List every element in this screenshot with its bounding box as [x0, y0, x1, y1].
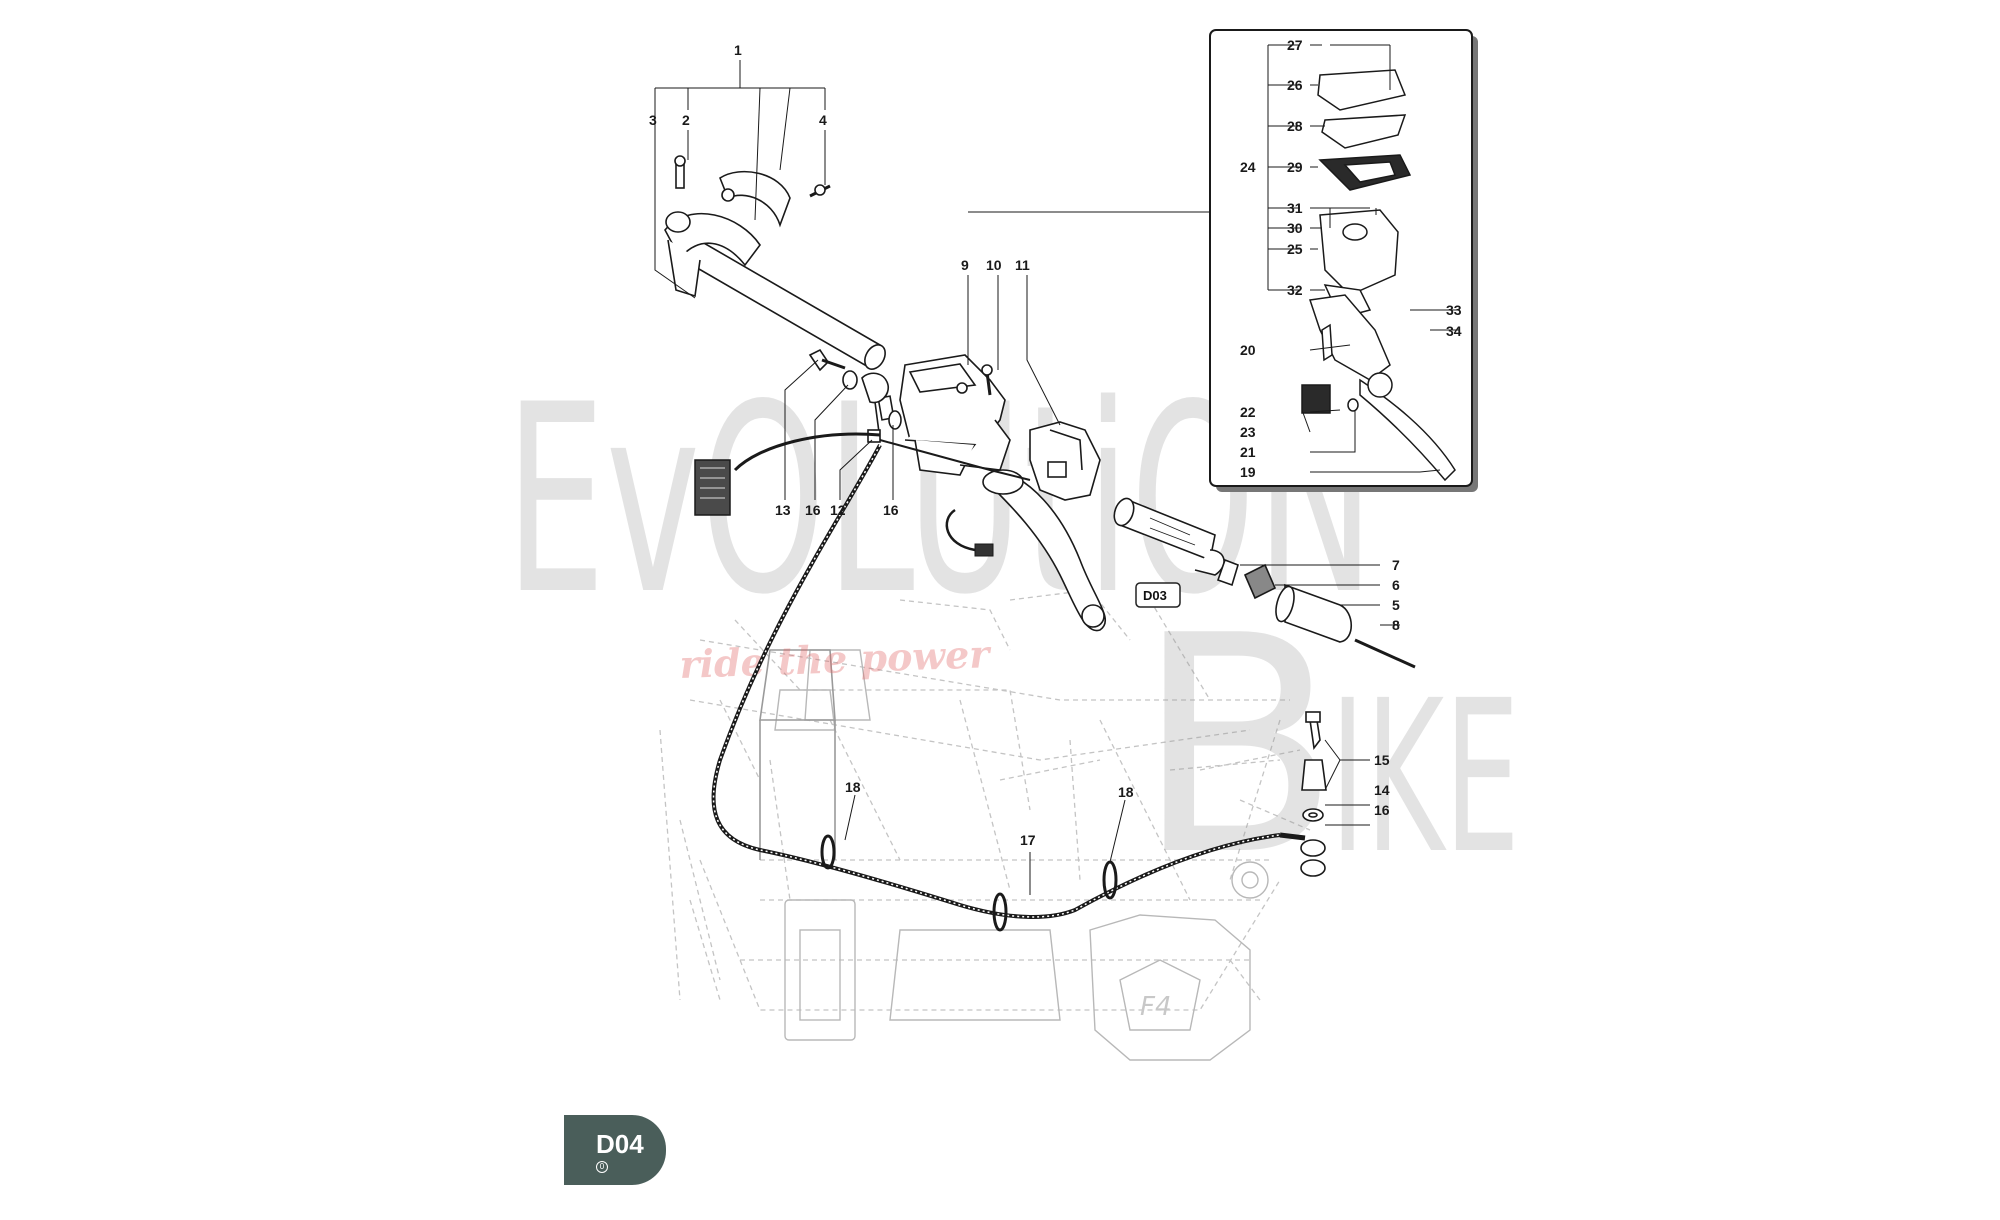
callout-33: 33 [1446, 302, 1462, 318]
callout-16b: 16 [883, 502, 899, 518]
fork-tube [759, 649, 836, 860]
callout-4: 4 [819, 112, 827, 128]
callout-21: 21 [1240, 444, 1256, 460]
callout-34: 34 [1446, 323, 1462, 339]
callout-13: 13 [775, 502, 791, 518]
caliper-fittings [1300, 711, 1327, 877]
callout-12: 12 [830, 502, 846, 518]
callout-22: 22 [1240, 404, 1256, 420]
callout-7: 7 [1392, 557, 1400, 573]
callout-23: 23 [1240, 424, 1256, 440]
hose-clips [820, 834, 1118, 932]
callout-18b: 18 [1118, 784, 1134, 800]
callout-10: 10 [986, 257, 1002, 273]
callout-26: 26 [1287, 77, 1303, 93]
brake-hose [711, 444, 1306, 919]
callout-16c: 16 [1374, 802, 1390, 818]
clip-on-handlebar [664, 155, 886, 370]
callout-17: 17 [1020, 832, 1036, 848]
revision-mark: 0 [596, 1161, 608, 1173]
callout-16a: 16 [805, 502, 821, 518]
callout-1: 1 [734, 42, 742, 58]
part-callouts: 1 2 3 4 9 10 11 13 16 12 16 7 6 5 8 15 1… [649, 37, 1462, 848]
callout-8: 8 [1392, 617, 1400, 633]
callout-20: 20 [1240, 342, 1256, 358]
grip-and-bar-end [1113, 497, 1416, 669]
callout-31: 31 [1287, 200, 1303, 216]
callout-15: 15 [1374, 752, 1390, 768]
callout-6: 6 [1392, 577, 1400, 593]
leader-lines [654, 60, 1400, 895]
callout-19: 19 [1240, 464, 1256, 480]
svg-text:F4: F4 [1140, 992, 1172, 1022]
page-code: D04 [596, 1129, 644, 1159]
svg-text:IKE: IKE [1330, 655, 1520, 900]
callout-27: 27 [1287, 37, 1303, 53]
callout-3: 3 [649, 112, 657, 128]
banjo-fitting-parts [808, 348, 902, 443]
callout-25: 25 [1287, 241, 1303, 257]
callout-14: 14 [1374, 782, 1390, 798]
callout-5: 5 [1392, 597, 1400, 613]
engine-cover-outline: F4 [774, 649, 1269, 1061]
switch-wiring [694, 432, 1031, 557]
page-code-badge: D04 0 [564, 1115, 666, 1185]
callout-9: 9 [961, 257, 969, 273]
callout-24: 24 [1240, 159, 1256, 175]
reservoir-detail-inset [1209, 29, 1478, 492]
callout-29: 29 [1287, 159, 1303, 175]
callout-28: 28 [1287, 118, 1303, 134]
callout-32: 32 [1287, 282, 1303, 298]
callout-30: 30 [1287, 220, 1303, 236]
callout-11: 11 [1015, 257, 1030, 273]
callout-2: 2 [682, 112, 690, 128]
reference-tag-d03: D03 [1135, 582, 1181, 608]
callout-18a: 18 [845, 779, 861, 795]
svg-text:ride the power: ride the power [679, 631, 993, 687]
frame-engine-background [659, 589, 1311, 1011]
brake-master-cylinder [877, 354, 1106, 632]
svg-text:D03: D03 [1143, 588, 1167, 603]
